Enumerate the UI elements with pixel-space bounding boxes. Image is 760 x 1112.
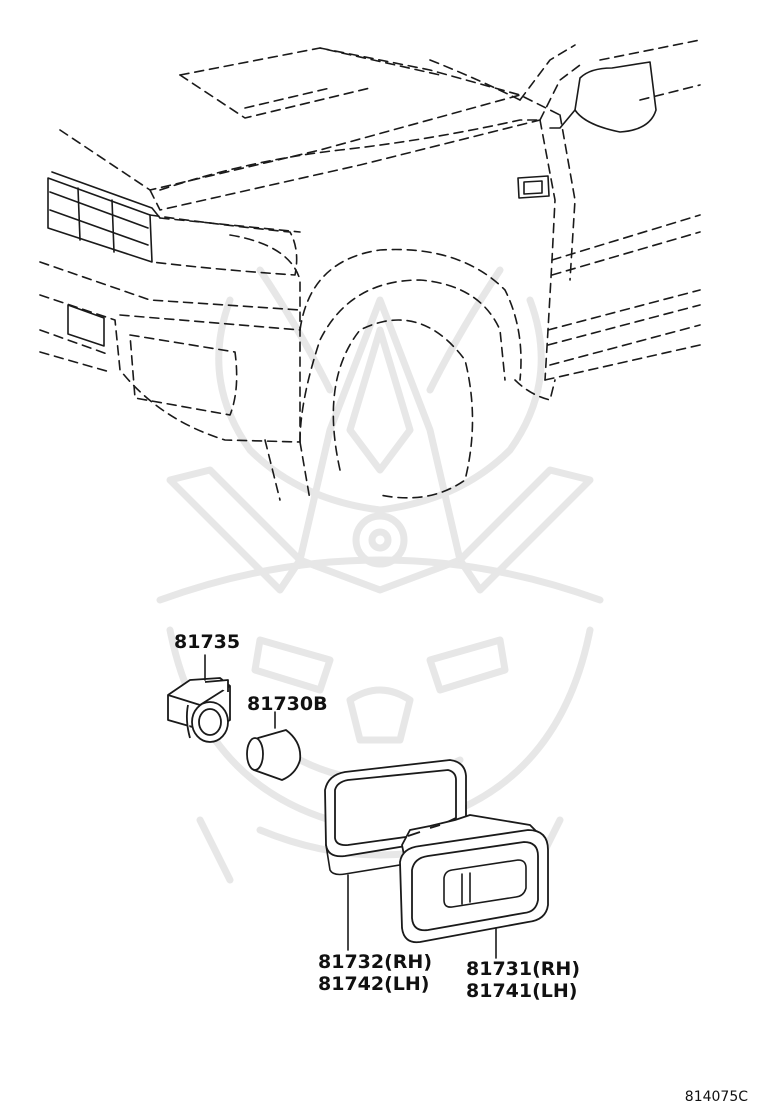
callout-bulb[interactable]: 81730B: [247, 693, 328, 715]
diagram-code: 814075C: [685, 1089, 748, 1105]
callout-lamp-lh[interactable]: 81741(LH): [466, 980, 577, 1002]
socket-part: [167, 677, 231, 743]
callout-gasket-lh[interactable]: 81742(LH): [318, 973, 429, 995]
vehicle-outline: [39, 39, 701, 501]
callout-socket[interactable]: 81735: [174, 631, 240, 653]
bulb-part: [246, 711, 302, 781]
callout-lamp-rh[interactable]: 81731(RH): [466, 958, 580, 980]
callout-gasket-rh[interactable]: 81732(RH): [318, 951, 432, 973]
lamp-part: [399, 814, 549, 944]
